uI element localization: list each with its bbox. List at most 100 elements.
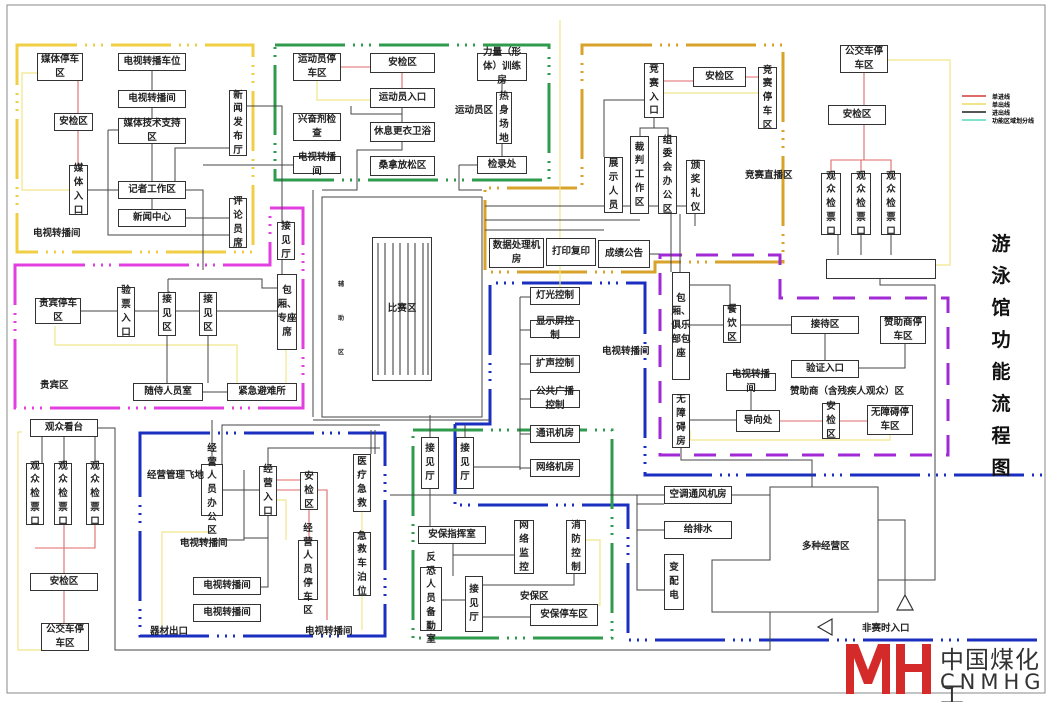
area-box: 空调通风机房 xyxy=(664,486,732,504)
media-region-border xyxy=(15,43,255,254)
control-region-border-lower xyxy=(453,424,1045,642)
area-box: 电视转播间 xyxy=(726,369,776,394)
logo-text-en: CNMHG xyxy=(940,670,1046,694)
pool-lanes xyxy=(377,243,429,375)
area-box: 新闻发布厅 xyxy=(229,90,247,156)
area-box: 电视转播间 xyxy=(193,604,261,622)
area-box: 数据处理机房 xyxy=(489,238,544,268)
area-box: 安保停车区 xyxy=(530,604,598,626)
legend-item-inout: 进出线 xyxy=(962,108,1034,117)
legend-label: 单出线 xyxy=(992,101,1011,109)
zone-label: 电视转播间 xyxy=(33,228,81,239)
area-box: 医疗急救 xyxy=(353,454,371,512)
area-box: 媒体入口 xyxy=(69,163,88,216)
zone-label: 安保区 xyxy=(520,591,549,602)
area-box: 运动员入口 xyxy=(370,88,435,108)
area-box: 显示屏控制 xyxy=(530,316,580,341)
area-box: 导向处 xyxy=(736,410,780,432)
outer-frame xyxy=(6,4,1046,694)
area-box: 扩声控制 xyxy=(530,355,580,373)
area-box: 安检区 xyxy=(828,105,886,125)
logo-text-cn: 中国煤化工 xyxy=(940,646,1040,702)
area-box: 观众检票口 xyxy=(851,171,871,237)
area-box: 观众检票口 xyxy=(54,461,72,527)
legend-item-zone: 功能区域划分线 xyxy=(962,116,1034,125)
area-box: 接见厅 xyxy=(465,576,483,632)
legend-item-in: 单进线 xyxy=(962,92,1034,101)
area-box: 组委会办公区 xyxy=(658,135,677,215)
area-box: 运动员停车区 xyxy=(293,53,341,81)
area-box: 接见区 xyxy=(158,292,176,336)
area-box: 新闻中心 xyxy=(118,209,186,227)
area-box: 休息更衣卫浴 xyxy=(370,122,435,142)
area-box: 接见厅 xyxy=(277,221,295,260)
zone-label: 非赛时入口 xyxy=(862,623,910,634)
area-box: 网络监控 xyxy=(514,520,534,574)
area-box: 观众检票口 xyxy=(821,171,841,237)
area-box: 变配电 xyxy=(664,554,684,610)
area-box: 包厢、专座席 xyxy=(277,274,297,350)
area-box: 裁判工作区 xyxy=(630,136,649,214)
area-box: 经营人员停车区 xyxy=(298,523,318,616)
area-box: 安检区 xyxy=(370,53,435,73)
area-box: 接待区 xyxy=(791,316,859,334)
area-box: 消防控制 xyxy=(566,520,586,574)
area-box: 比赛区 xyxy=(372,237,432,381)
entry-triangle-icon xyxy=(896,593,914,611)
zone-label: 电视转播间 xyxy=(602,346,650,357)
area-box: 随侍人员室 xyxy=(133,383,203,401)
area-box: 安检区 xyxy=(300,471,318,510)
area-box: 赞助商停车区 xyxy=(880,316,926,344)
area-box: 安检区 xyxy=(54,113,93,131)
zone-label: 电视转播间 xyxy=(180,538,228,549)
legend-label: 进出线 xyxy=(992,109,1011,117)
area-box: 网络机房 xyxy=(530,459,580,477)
area-box: 颁奖礼仪 xyxy=(686,160,705,214)
area-box: 贵宾停车区 xyxy=(35,298,81,324)
area-box: 公共广播控制 xyxy=(530,386,580,411)
area-box: 观众看台 xyxy=(30,419,98,437)
area-box: 记者工作区 xyxy=(118,181,186,199)
area-box: 安检区 xyxy=(693,67,746,87)
area-box: 灯光控制 xyxy=(530,287,580,305)
area-box: 通讯机房 xyxy=(530,425,580,443)
zone-label: 竞赛直播区 xyxy=(745,170,793,181)
athlete-region-border xyxy=(273,43,551,182)
security-region-border xyxy=(411,428,614,640)
area-box: 安检区 xyxy=(822,401,840,440)
area-box: 给排水 xyxy=(664,521,732,539)
area-box: 反恐人员备勤室 xyxy=(420,552,442,645)
vip-region-border xyxy=(13,206,305,410)
control-region-border xyxy=(455,281,1045,477)
diagram-title: 游泳馆功能流程图 xyxy=(991,233,1011,479)
area-box: 验证入口 xyxy=(791,360,859,378)
area-box: 电视转播车位 xyxy=(118,53,186,71)
area-box: 热身场地 xyxy=(496,91,512,144)
area-box: 经营人员办公区 xyxy=(201,443,223,536)
area-box: 接见厅 xyxy=(456,437,474,489)
competition-region-border xyxy=(483,43,785,274)
area-box: 无障碍停车区 xyxy=(867,405,913,435)
area-box: 桑拿放松区 xyxy=(370,156,435,176)
area-box: 检录处 xyxy=(477,156,527,174)
area-box: 接见厅 xyxy=(421,437,439,489)
legend-item-out: 单出线 xyxy=(962,100,1034,109)
area-box: 竞赛停车区 xyxy=(758,65,777,131)
zone-label: 赞助商（含残疾人观众）区 xyxy=(790,386,905,397)
zone-label: 运动员区 xyxy=(455,105,494,116)
area-box: 展示人员 xyxy=(604,157,623,213)
area-box: 兴奋剂检查 xyxy=(293,113,341,141)
legend: 单进线 单出线 进出线 功能区域划分线 xyxy=(962,92,1034,125)
logo-mark-icon xyxy=(846,644,931,694)
entry-triangle-icon xyxy=(816,617,833,637)
area-box: 餐饮区 xyxy=(723,304,741,343)
sponsor-region-border xyxy=(658,253,950,457)
area-box: 媒体停车区 xyxy=(37,53,83,81)
area-box: 成绩公告 xyxy=(598,240,650,268)
area-box: 观众检票口 xyxy=(881,171,901,237)
area-box: 电视转播间 xyxy=(293,152,341,177)
area-box: 安保指挥室 xyxy=(418,526,486,544)
zone-label: 多种经营区 xyxy=(802,541,850,552)
zone-label: 经营管理飞地 xyxy=(147,470,205,481)
